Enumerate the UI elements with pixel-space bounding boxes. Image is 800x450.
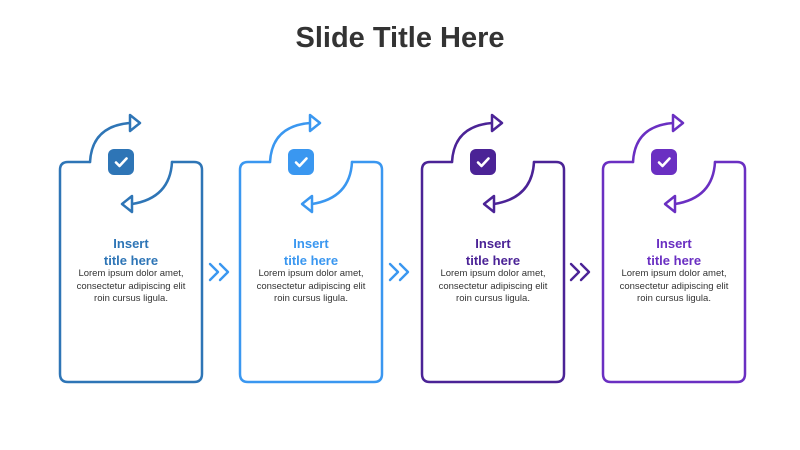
step-title-line1: Insert (293, 236, 329, 251)
check-icon (470, 149, 496, 175)
step-title-line1: Insert (656, 236, 692, 251)
step-title: Insert title here (246, 235, 376, 269)
slide-title: Slide Title Here (295, 22, 505, 54)
step-title-line2: title here (283, 253, 339, 268)
step-body: Lorem ipsum dolor amet, consectetur adip… (619, 268, 729, 304)
check-icon (288, 149, 314, 175)
step-title-line2: title here (646, 253, 702, 268)
step-frame (601, 113, 747, 384)
step-frame (58, 113, 204, 384)
step-title-line1: Insert (475, 236, 511, 251)
step-title: Insert title here (609, 235, 739, 269)
step-title-line2: title here (103, 253, 159, 268)
step-title: Insert title here (66, 235, 196, 269)
step-title-line1: Insert (113, 236, 149, 251)
step-body: Lorem ipsum dolor amet, consectetur adip… (438, 268, 548, 304)
check-icon (108, 149, 134, 175)
step-title: Insert title here (428, 235, 558, 269)
step-body: Lorem ipsum dolor amet, consectetur adip… (256, 268, 366, 304)
double-chevron-right-icon (568, 262, 594, 282)
check-icon (651, 149, 677, 175)
double-chevron-right-icon (207, 262, 233, 282)
step-frame (238, 113, 384, 384)
step-title-line2: title here (465, 253, 521, 268)
step-frame (420, 113, 566, 384)
double-chevron-right-icon (387, 262, 413, 282)
step-body: Lorem ipsum dolor amet, consectetur adip… (76, 268, 186, 304)
